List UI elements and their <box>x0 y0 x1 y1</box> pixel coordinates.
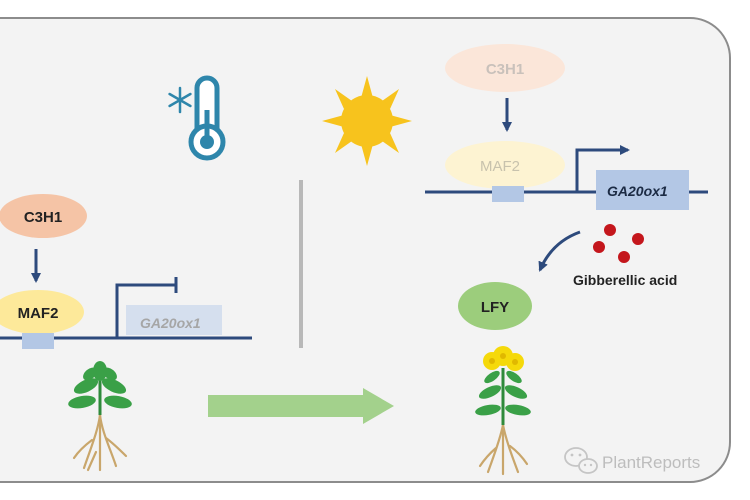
sun-icon <box>322 76 412 166</box>
ga20ox1-label-left: GA20ox1 <box>140 315 201 331</box>
ga20ox1-gene-box-right <box>596 170 689 210</box>
c3h1-label-right: C3H1 <box>486 61 524 78</box>
active-promoter-right <box>575 145 630 192</box>
maf2-binding-site-right <box>492 186 524 202</box>
c3h1-protein-left <box>0 194 87 238</box>
blocked-promoter-left <box>115 283 176 338</box>
gibberellic-acid-molecules <box>593 224 644 263</box>
ga-to-lfy-arrow <box>538 230 581 272</box>
wechat-icon <box>564 447 598 474</box>
gibberellic-acid-label: Gibberellic acid <box>573 272 677 288</box>
maf2-protein-left <box>0 290 84 334</box>
maf2-label-left: MAF2 <box>18 305 59 322</box>
flowering-plant-icon <box>475 346 531 476</box>
maf2-label-right: MAF2 <box>480 158 520 175</box>
maf2-protein-right <box>445 141 565 189</box>
ga20ox1-label-right: GA20ox1 <box>607 183 668 199</box>
arrow-right-icon <box>208 388 394 424</box>
lfy-label: LFY <box>481 299 509 316</box>
plant-icon <box>68 361 132 472</box>
lfy-protein <box>458 282 532 330</box>
thermometer-snowflake-icon <box>168 75 226 161</box>
c3h1-protein-right <box>445 44 565 92</box>
panel-frame <box>0 17 731 483</box>
maf2-binding-site-left <box>22 333 54 349</box>
ga20ox1-gene-box-left <box>126 305 222 335</box>
watermark-text: PlantReports <box>602 453 700 472</box>
c3h1-label-left: C3H1 <box>24 209 62 226</box>
